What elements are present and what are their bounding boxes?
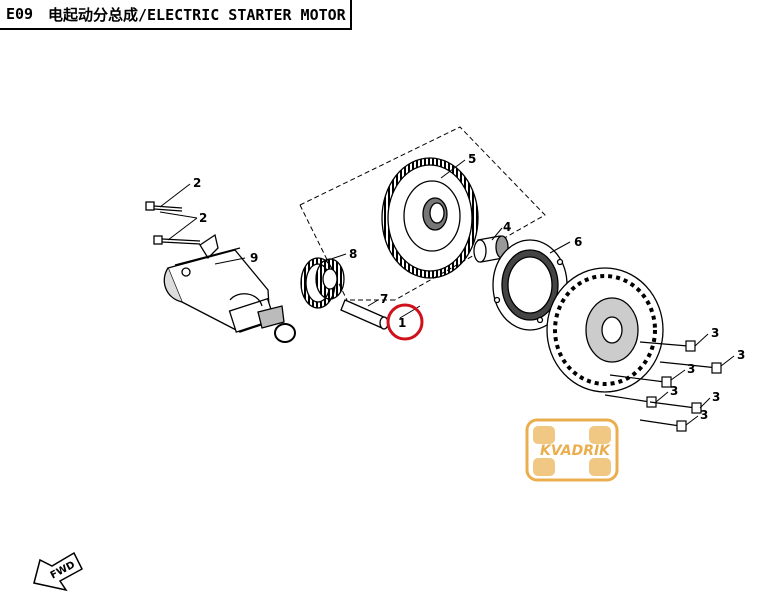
flywheel-bolt-4 [604,394,657,408]
o-ring [274,323,296,343]
watermark-text: KVADRIK [540,443,611,459]
starter-driven-gear [381,157,479,279]
idler-gear [300,257,345,309]
bolt-lower [153,235,201,245]
highlight-circle [386,303,424,341]
callout-8: 8 [349,247,357,261]
callout-3-e: 3 [712,390,720,404]
starter-motor [163,233,285,333]
callout-5: 5 [468,152,476,166]
section-code: E09 [6,5,34,23]
callout-3-d: 3 [670,384,678,398]
callout-4: 4 [503,220,511,234]
page-title: 电起动分总成/ELECTRIC STARTER MOTOR [48,6,346,24]
callout-7: 7 [380,292,388,306]
flywheel-bolt-6 [639,419,687,432]
callout-2-lower: 2 [199,211,207,225]
callout-3-b: 3 [737,348,745,362]
callout-3-c: 3 [687,362,695,376]
callout-2-upper: 2 [193,176,201,190]
callout-6: 6 [574,235,582,249]
flywheel-bolt-5 [649,401,702,414]
watermark-logo: KVADRIK [525,418,619,482]
callout-3-f: 3 [700,408,708,422]
leader-lines [159,159,735,426]
callout-3-a: 3 [711,326,719,340]
bolt-upper [145,201,183,212]
flywheel-bolt-3 [609,374,672,388]
title-block: E09 电起动分总成/ELECTRIC STARTER MOTOR [0,0,352,30]
callout-1: 1 [398,316,406,330]
callout-9: 9 [250,251,258,265]
flywheel-bolt-2 [659,361,722,374]
idler-shaft [340,299,389,330]
fwd-direction-arrow: FWD [33,551,83,592]
flywheel [546,267,664,393]
